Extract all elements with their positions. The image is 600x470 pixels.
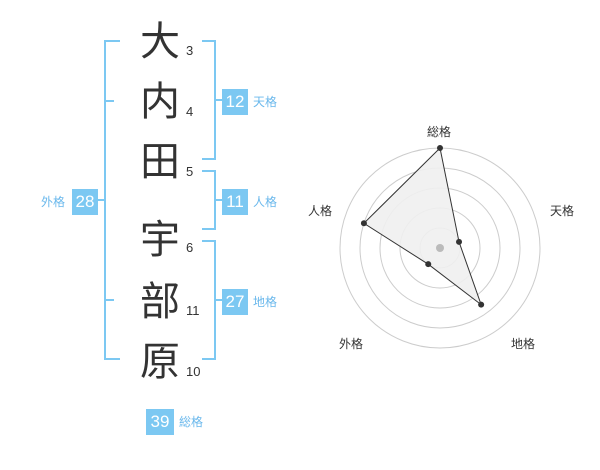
chikaku-label: 地格	[253, 295, 278, 309]
jinkaku-value: 11	[222, 189, 248, 215]
name-char-3: 田	[140, 139, 180, 185]
stroke-count-4: 6	[186, 240, 194, 255]
stroke-count-3: 5	[186, 164, 194, 179]
chikaku-value: 27	[222, 289, 248, 315]
gaikaku-label: 外格	[41, 195, 66, 209]
gaikaku-value: 28	[72, 189, 98, 215]
radar-label-jinkaku: 人格	[308, 204, 333, 218]
radar-point-soukaku	[437, 145, 443, 151]
stroke-count-5: 11	[186, 303, 200, 318]
radar-points	[360, 145, 485, 308]
soukaku-value: 39	[146, 409, 174, 435]
soukaku-label: 総格	[179, 415, 204, 429]
chikaku-bracket-link	[214, 299, 222, 301]
radar-point-chikaku	[478, 301, 485, 308]
stroke-count-6: 10	[186, 364, 201, 379]
tenkaku-label: 天格	[253, 95, 278, 109]
stroke-count-2: 4	[186, 104, 194, 119]
tenkaku-bracket-link	[214, 99, 222, 101]
tenkaku-value: 12	[222, 89, 248, 115]
gaikaku-bracket-tick-1	[104, 100, 114, 102]
name-char-6: 原	[140, 339, 180, 385]
stroke-count-1: 3	[186, 43, 194, 58]
gaikaku-bracket-tick-2	[104, 299, 114, 301]
radar-point-jinkaku	[360, 220, 367, 227]
radar-label-tenkaku: 天格	[550, 204, 575, 218]
radar-point-gaikaku	[425, 261, 432, 268]
radar-center-dot	[436, 244, 444, 252]
name-char-2: 内	[140, 79, 180, 125]
radar-label-chikaku: 地格	[511, 337, 536, 351]
radar-area	[363, 146, 483, 307]
name-char-1: 大	[140, 19, 180, 65]
gaikaku-bracket-link	[98, 199, 106, 201]
name-char-4: 宇	[140, 217, 180, 263]
radar-label-gaikaku: 外格	[339, 337, 364, 351]
radar-point-tenkaku	[456, 238, 463, 245]
jinkaku-label: 人格	[253, 195, 278, 209]
name-char-5: 部	[140, 279, 180, 325]
jinkaku-bracket-link	[214, 199, 222, 201]
radar-label-soukaku: 総格	[427, 125, 452, 139]
